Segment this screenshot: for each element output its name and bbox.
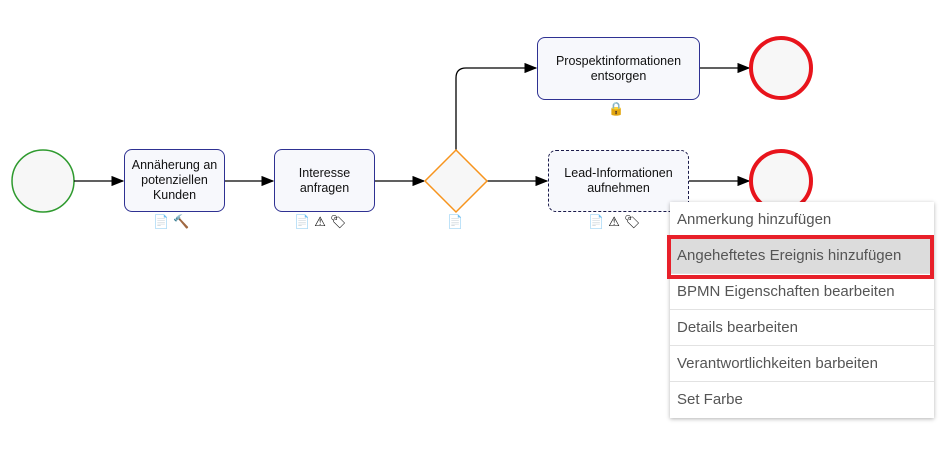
task-label: Prospektinformationen entsorgen <box>555 53 682 83</box>
document-icon[interactable]: 📄 <box>294 214 311 229</box>
lock-icon[interactable]: 🔒 <box>608 101 625 116</box>
task-markers: 📄🔨 <box>153 214 189 230</box>
task-markers: 📄⚠🏷 <box>294 214 346 230</box>
task-markers: 🔒 <box>608 101 624 117</box>
warning-icon[interactable]: ⚠ <box>608 214 620 229</box>
task-label: Lead-Informationen aufnehmen <box>564 166 673 195</box>
task-lead-informationen-aufnehmen[interactable]: Lead-Informationen aufnehmen <box>548 150 689 212</box>
menu-item-verantwortlichkeiten-bearbeiten[interactable]: Verantwortlichkeiten barbeiten <box>670 346 934 382</box>
menu-item-anmerkung-hinzufuegen[interactable]: Anmerkung hinzufügen <box>670 202 934 238</box>
start-event[interactable] <box>11 149 75 213</box>
document-icon[interactable]: 📄 <box>153 214 170 229</box>
task-markers: 📄⚠🏷 <box>588 214 640 230</box>
sequence-flow[interactable] <box>455 62 538 150</box>
task-label: Annäherung an potenziellen Kunden <box>131 158 218 202</box>
warning-icon[interactable]: ⚠ <box>314 214 326 229</box>
menu-item-set-farbe[interactable]: Set Farbe <box>677 391 743 408</box>
end-event[interactable] <box>749 36 813 100</box>
task-interesse-anfragen[interactable]: Interesse anfragen <box>274 149 375 212</box>
task-prospektinformationen-entsorgen[interactable]: Prospektinformationen entsorgen <box>537 37 700 100</box>
menu-item-bpmn-eigenschaften-bearbeiten[interactable]: BPMN Eigenschaften bearbeiten <box>670 274 934 310</box>
gavel-icon[interactable]: 🔨 <box>173 214 190 229</box>
exclusive-gateway[interactable] <box>423 148 489 214</box>
tag-icon[interactable]: 🏷 <box>623 214 641 229</box>
document-icon[interactable]: 📄 <box>588 214 605 229</box>
gateway-markers: 📄 <box>447 214 463 230</box>
task-label: Interesse anfragen <box>298 165 351 195</box>
task-annaeherung[interactable]: Annäherung an potenziellen Kunden <box>124 149 225 212</box>
menu-item-details-bearbeiten[interactable]: Details bearbeiten <box>670 310 934 346</box>
tag-icon[interactable]: 🏷 <box>329 214 347 229</box>
document-icon[interactable]: 📄 <box>447 214 464 229</box>
context-menu: Anmerkung hinzufügen Angeheftetes Ereign… <box>670 202 934 418</box>
menu-item-angeheftetes-ereignis-hinzufuegen[interactable]: Angeheftetes Ereignis hinzufügen <box>670 238 934 274</box>
